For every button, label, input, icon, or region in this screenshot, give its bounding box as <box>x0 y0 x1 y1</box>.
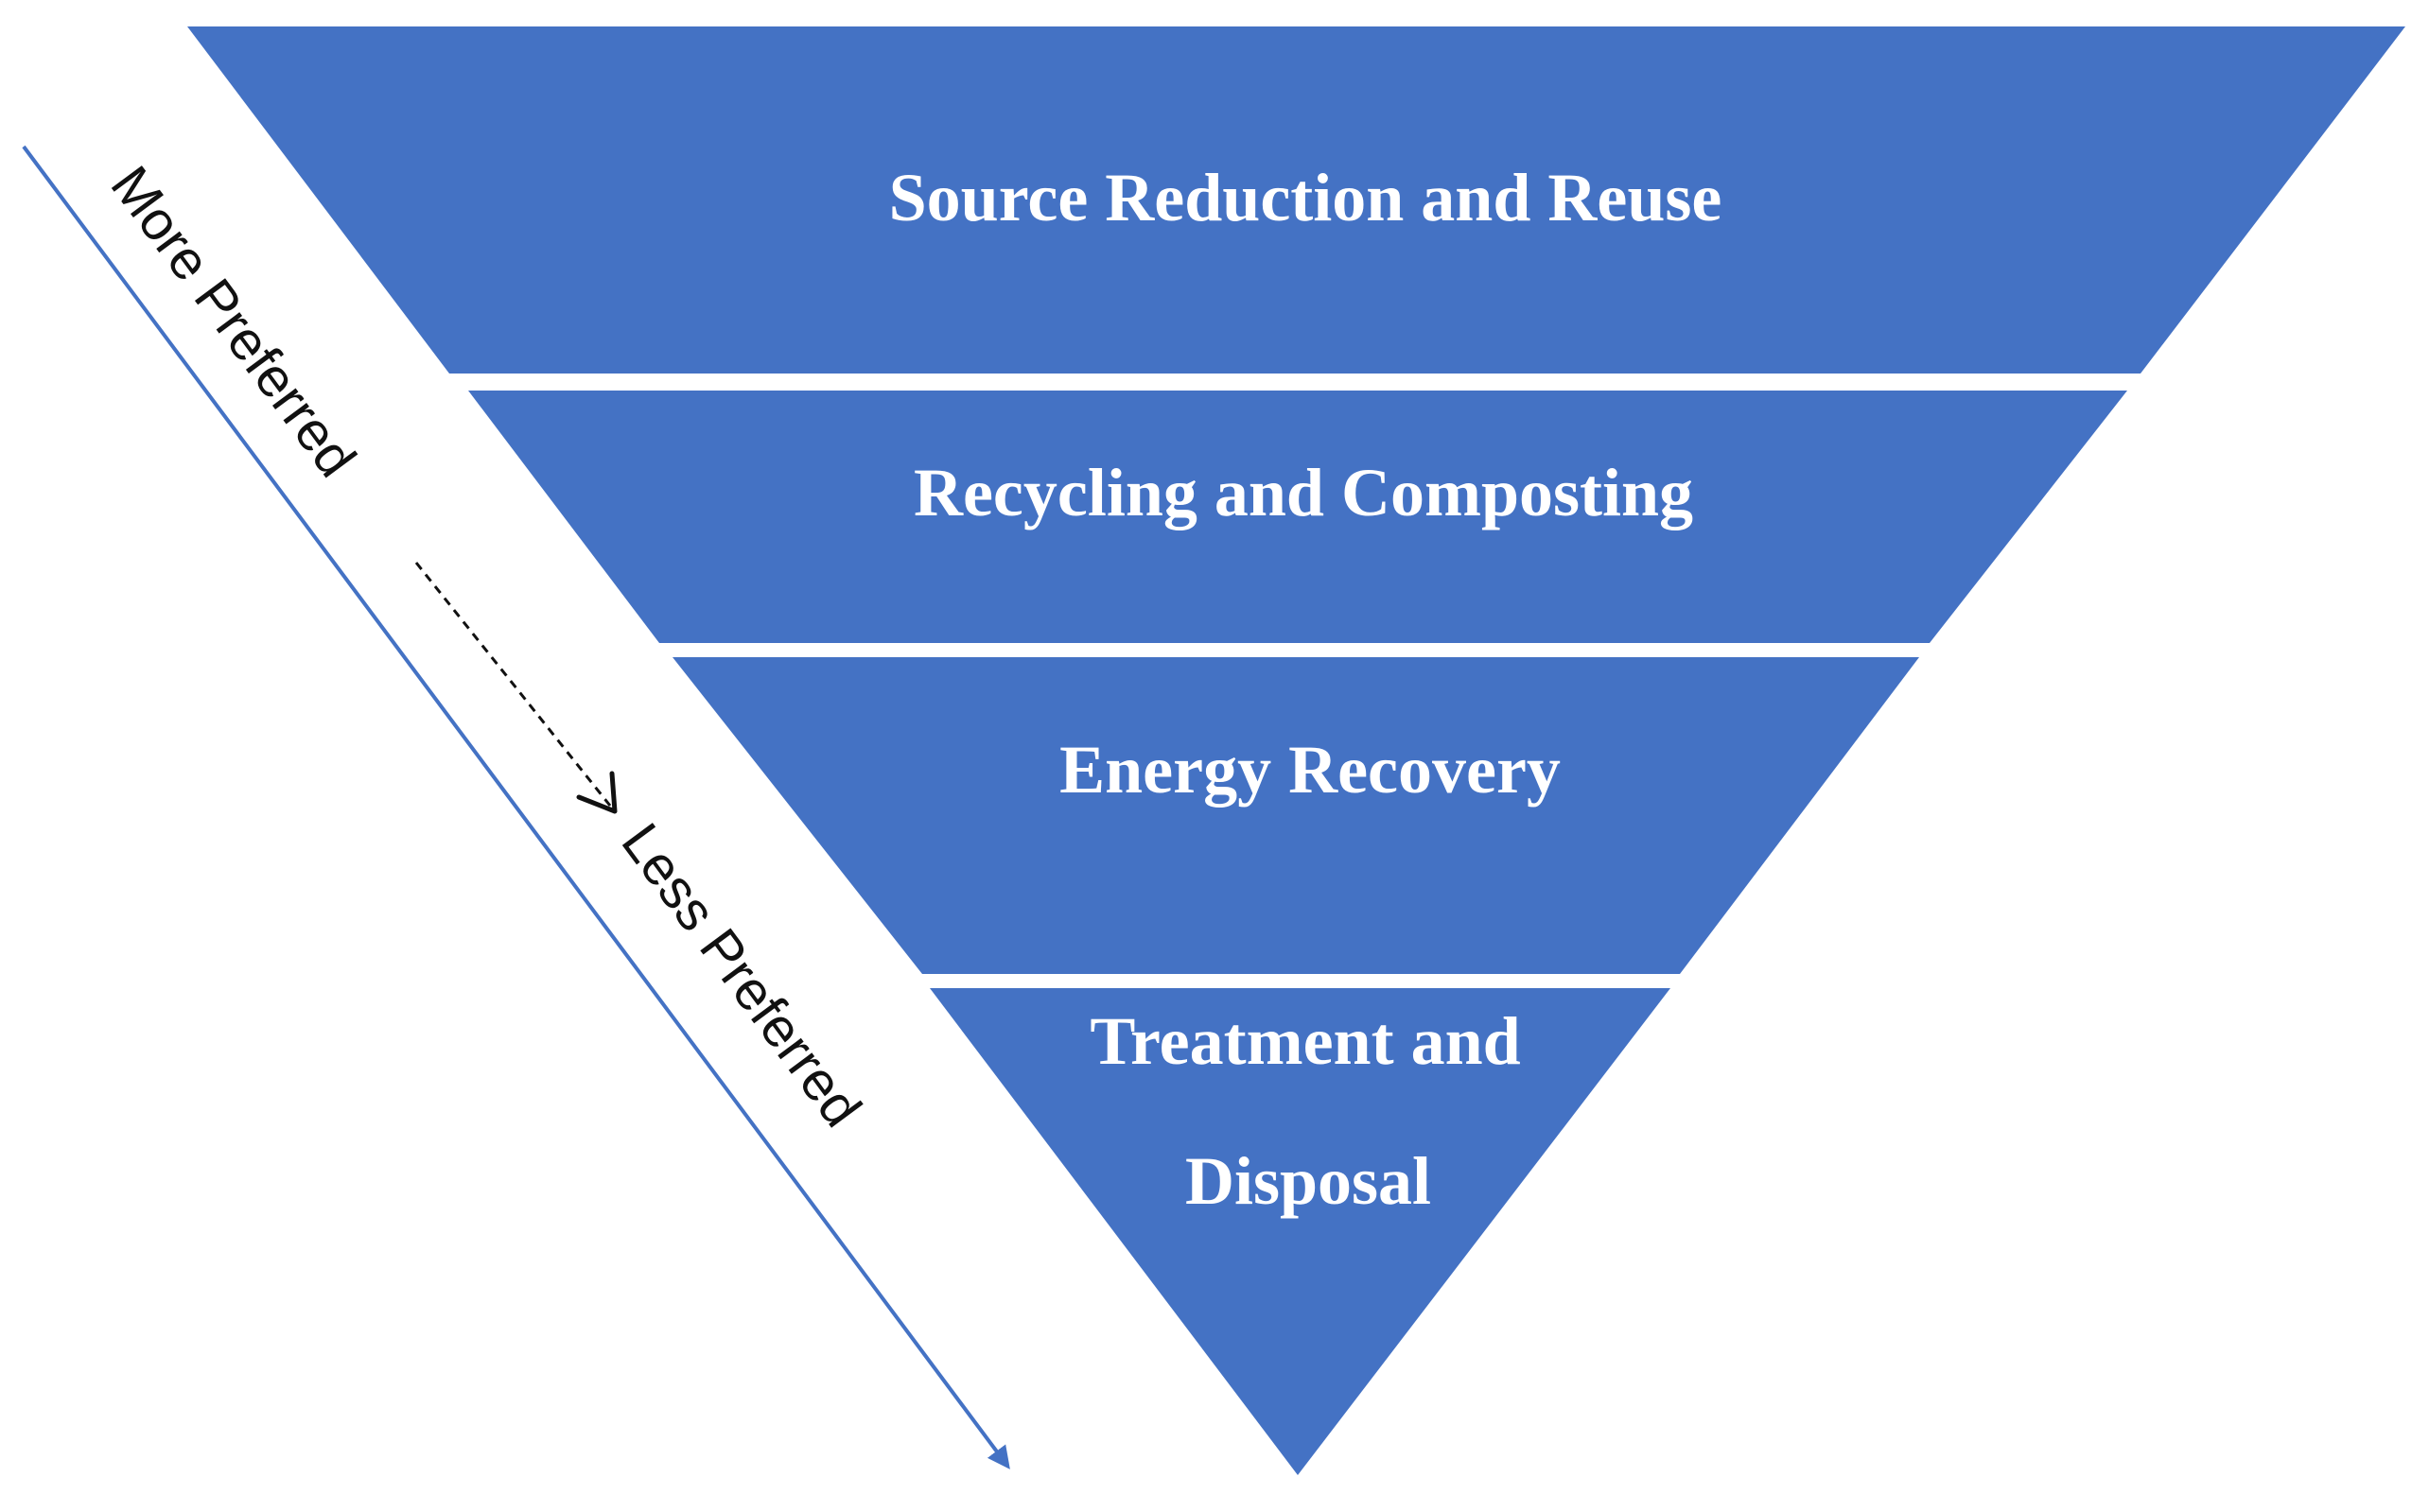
tier-band-energy-recovery <box>673 657 1919 974</box>
tier-label-energy-recovery: Energy Recovery <box>1059 732 1561 808</box>
tier-band-recycling <box>468 391 2127 643</box>
tier-band-source-reduction <box>187 26 2405 374</box>
dashed-arrow-head-icon <box>576 771 618 814</box>
tier-label-recycling: Recycling and Composting <box>914 455 1693 530</box>
dashed-direction-arrow <box>414 562 612 807</box>
tier-label-source-reduction: Source Reduction and Reuse <box>889 160 1722 235</box>
tier-label-treatment-line2: Disposal <box>1185 1143 1431 1219</box>
preference-arrow <box>22 145 1010 1469</box>
tier-label-treatment-line1: Treatment and <box>1090 1003 1520 1079</box>
tier-band-treatment-disposal <box>930 988 1670 1475</box>
